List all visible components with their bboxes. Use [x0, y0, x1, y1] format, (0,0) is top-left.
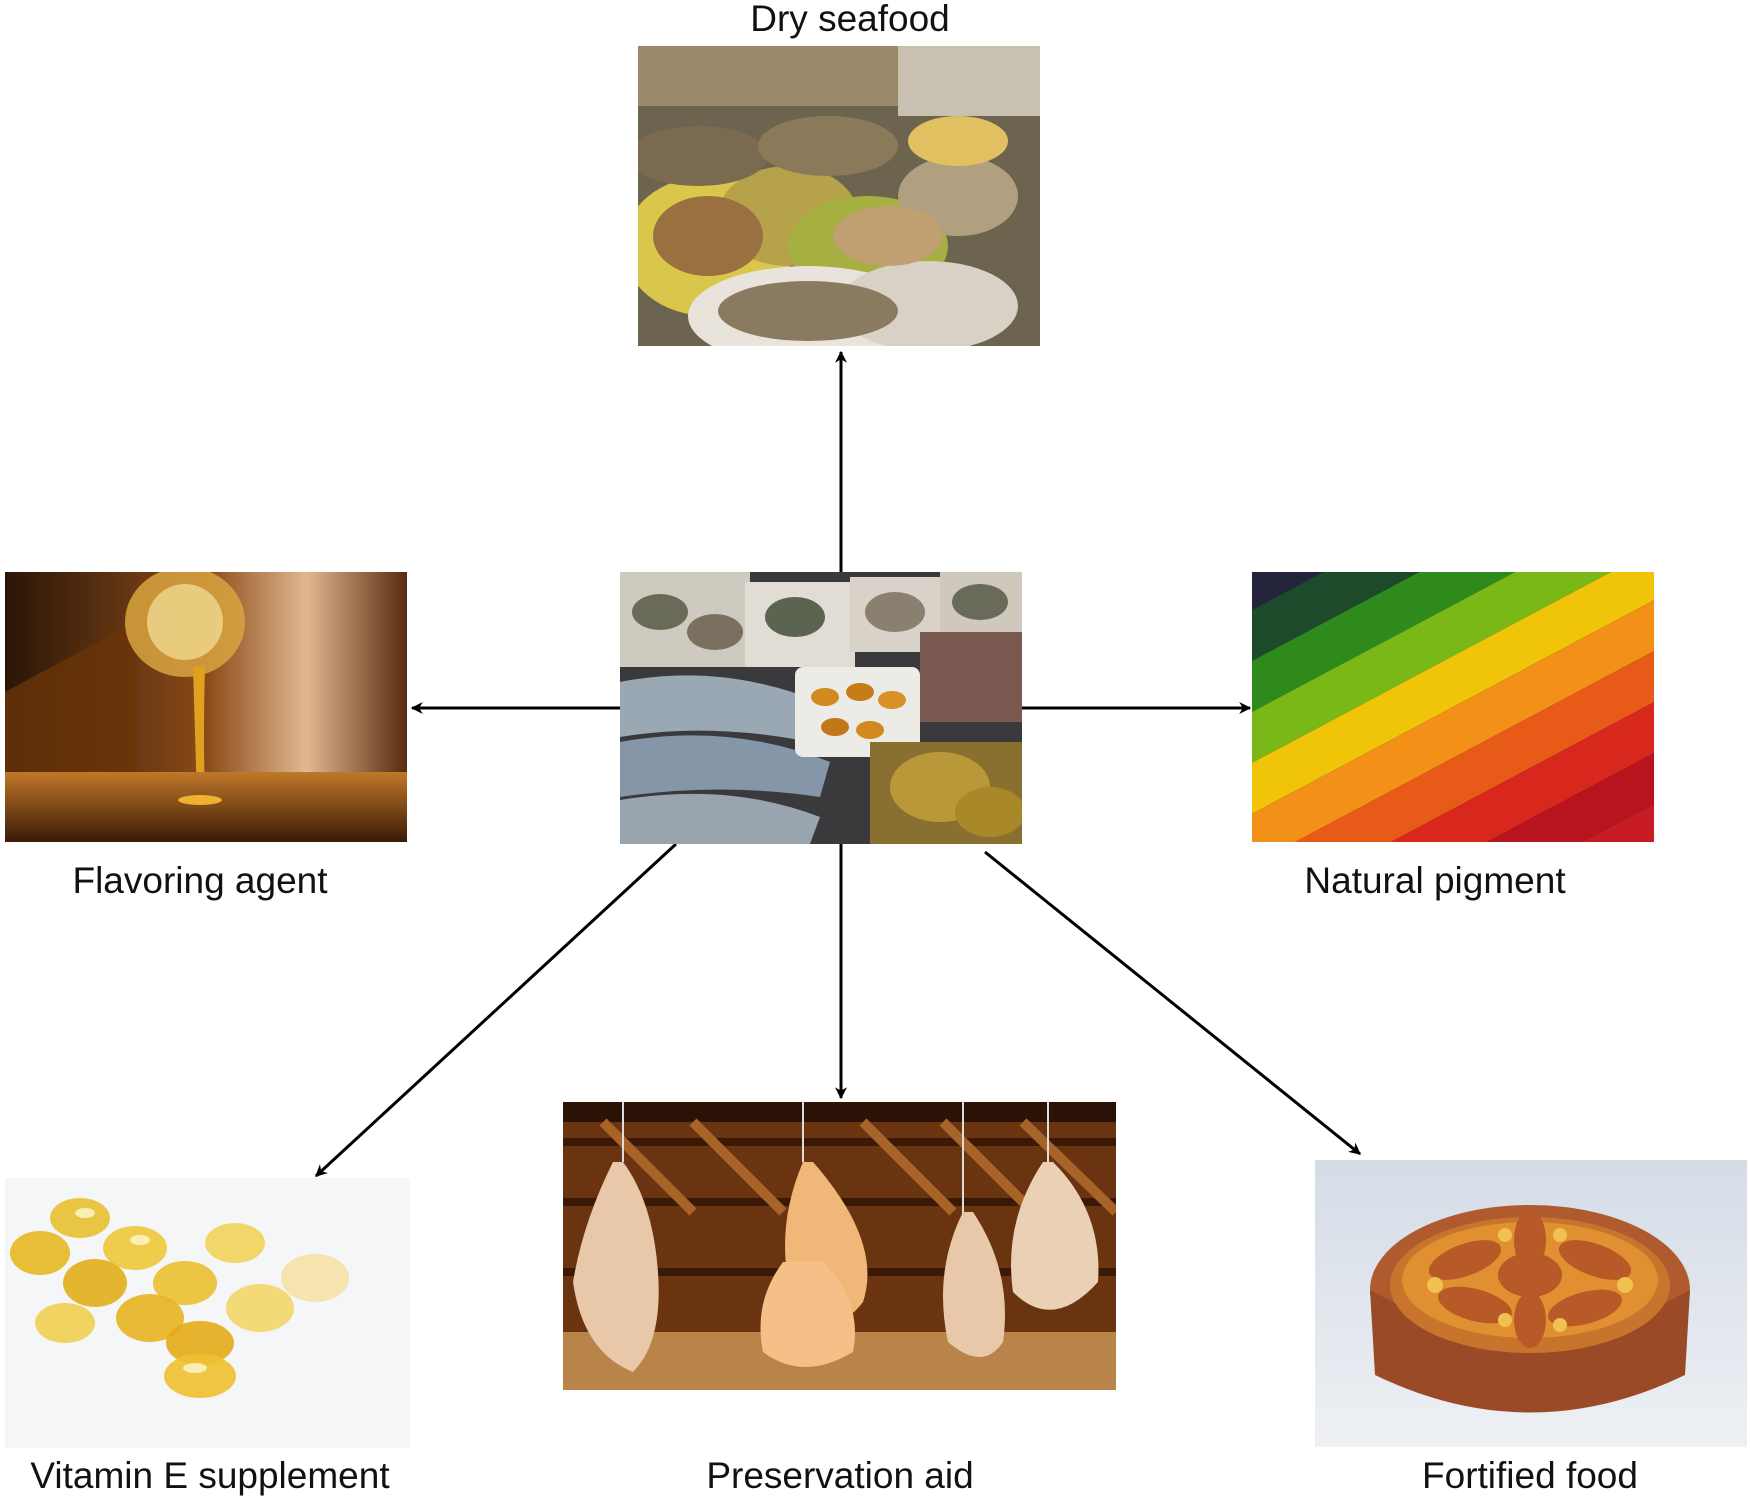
label-natural-pigment: Natural pigment: [1304, 860, 1566, 901]
photo-dry-seafood: [638, 46, 1040, 346]
photo-fortified-food: [1315, 1160, 1747, 1447]
label-fortified-food: Fortified food: [1422, 1455, 1638, 1496]
photo-flavoring-agent: [5, 572, 407, 842]
photo-vitamin-e-supplement: [5, 1178, 410, 1448]
label-flavoring-agent: Flavoring agent: [72, 860, 328, 901]
photo-center-seafood: [620, 572, 1022, 844]
photo-natural-pigment: [1252, 572, 1654, 842]
photo-preservation-aid: [563, 1102, 1116, 1390]
label-preservation-aid: Preservation aid: [706, 1455, 974, 1496]
label-vitamin-e-supplement: Vitamin E supplement: [30, 1455, 390, 1496]
label-dry-seafood: Dry seafood: [750, 0, 950, 39]
